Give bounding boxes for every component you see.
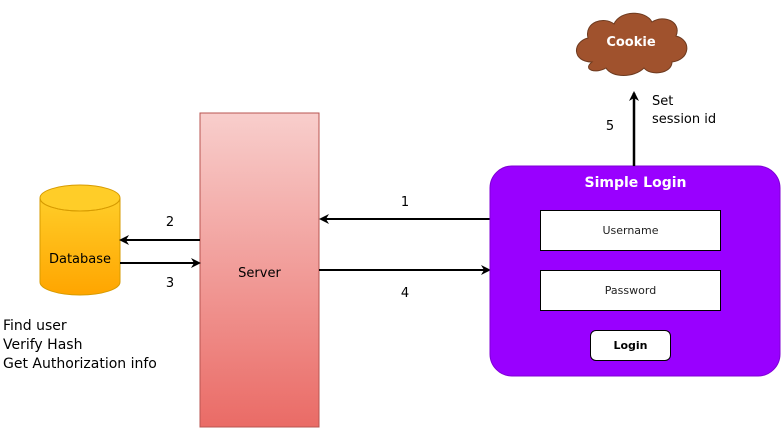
cookie-label: Cookie xyxy=(606,35,656,50)
step-5-text-line1: Set xyxy=(652,94,673,109)
database-notes: Find user Verify Hash Get Authorization … xyxy=(3,317,157,374)
password-field[interactable]: Password xyxy=(540,270,721,311)
step-5-label: 5 xyxy=(606,119,614,134)
login-panel-title: Simple Login xyxy=(584,175,687,191)
db-note-find-user: Find user xyxy=(3,318,67,334)
db-note-get-authorization: Get Authorization info xyxy=(3,356,157,372)
step-2-label: 2 xyxy=(166,215,174,230)
db-note-verify-hash: Verify Hash xyxy=(3,337,83,353)
step-4-label: 4 xyxy=(401,286,409,301)
server-box xyxy=(199,112,320,428)
database-cylinder xyxy=(39,184,121,296)
login-button[interactable]: Login xyxy=(590,330,671,361)
database-label: Database xyxy=(49,252,111,267)
cookie-cloud xyxy=(576,12,688,76)
step-1-label: 1 xyxy=(401,195,409,210)
server-label: Server xyxy=(238,266,281,281)
step-3-label: 3 xyxy=(166,276,174,291)
step-5-text-line2: session id xyxy=(652,112,716,127)
username-field[interactable]: Username xyxy=(540,210,721,251)
